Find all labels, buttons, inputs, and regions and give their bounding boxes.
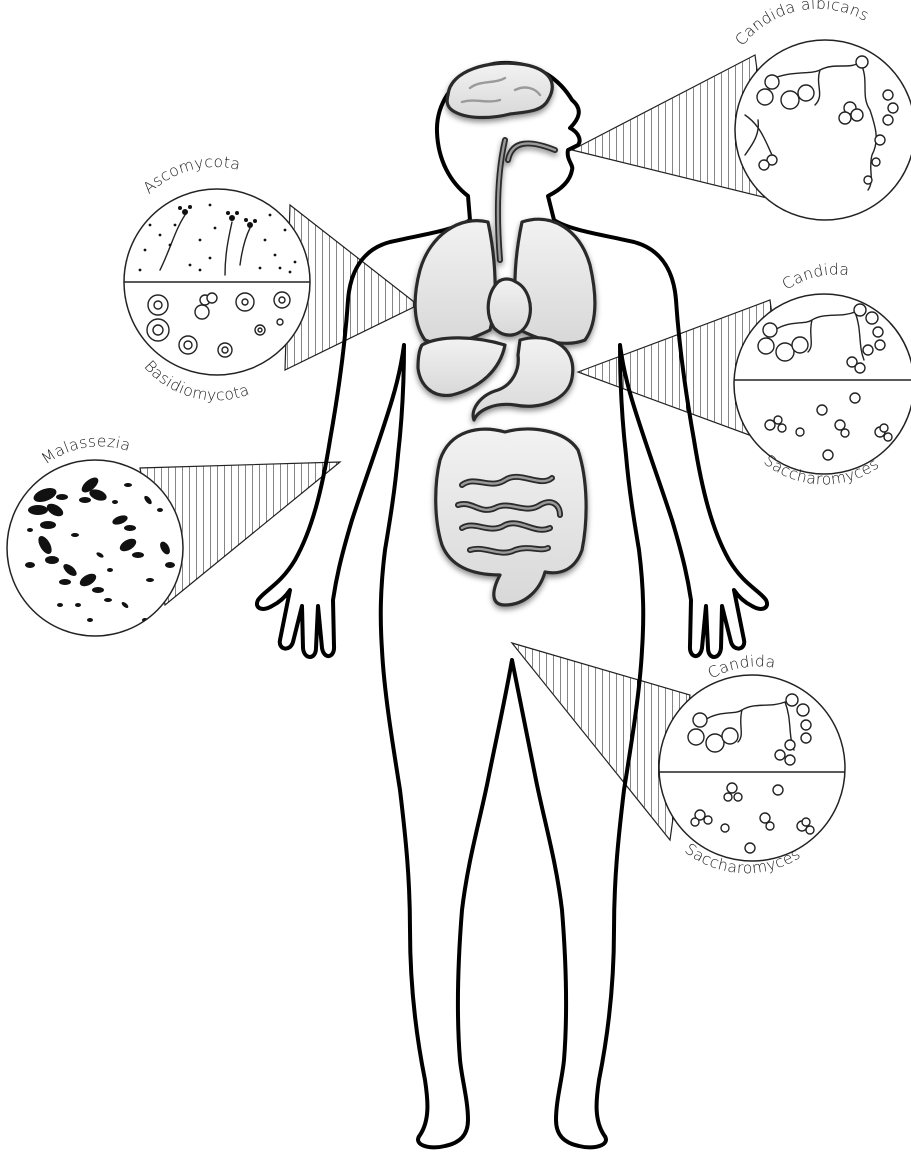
internal-organs — [415, 63, 595, 605]
vaginal-mycobiome-panel: Candida Saccharomyces — [655, 652, 850, 877]
large-intestine — [436, 429, 586, 605]
left-lung — [415, 221, 495, 344]
oral-mycobiome-panel: Candida albicans — [732, 0, 911, 220]
label-candida-albicans: Candida albicans — [732, 0, 872, 49]
heart — [488, 279, 530, 335]
liver — [418, 338, 505, 396]
skin-mycobiome-panel: Malassezia — [7, 432, 183, 636]
gut-mycobiome-panel: Candida Saccharomyces — [730, 260, 911, 488]
label-gut-candida: Candida — [779, 260, 850, 293]
